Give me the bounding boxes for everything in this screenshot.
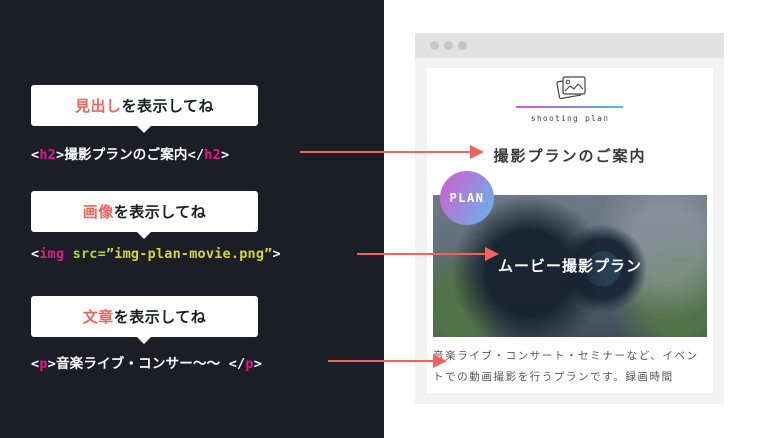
callout-highlight: 見出し: [74, 97, 122, 115]
callout-text: を表示してね: [113, 308, 207, 326]
h2-code-line: <h2>撮影プランのご案内</h2>: [31, 143, 229, 163]
code-punct: </: [187, 147, 205, 163]
callout-highlight: 画像: [82, 203, 114, 221]
code-content: 撮影プランのご案内: [64, 147, 188, 163]
p-code-line: <p>音楽ライブ・コンサー〜〜 </p>: [31, 352, 262, 372]
plan-badge: PLAN: [440, 171, 494, 225]
code-punct: >: [272, 246, 281, 262]
code-tag: h2: [204, 147, 221, 163]
browser-mockup: shooting plan 撮影プランのご案内 PLAN ムービー撮影プラン 音…: [415, 33, 724, 404]
code-punct: </: [228, 356, 246, 372]
image-callout-bubble: 画像を表示してね: [31, 191, 258, 239]
code-panel: 見出しを表示してね <h2>撮影プランのご案内</h2> 画像を表示してね <i…: [0, 0, 384, 438]
callout-text: を表示してね: [121, 97, 215, 115]
logo-subtitle: shooting plan: [530, 114, 610, 123]
code-punct: <: [31, 147, 40, 163]
code-attr: src=: [72, 246, 106, 262]
code-tag: p: [245, 356, 254, 372]
hero-caption: ムービー撮影プラン: [497, 257, 642, 275]
window-dot-icon: [458, 41, 467, 50]
browser-title-bar: [415, 33, 724, 58]
photo-gallery-icon: [556, 76, 586, 100]
window-dot-icon: [444, 41, 453, 50]
code-tag: p: [39, 356, 48, 372]
arrow-image: [357, 247, 499, 261]
arrow-heading: [300, 145, 484, 159]
code-punct: >: [220, 147, 230, 163]
code-punct: <: [31, 246, 40, 262]
code-punct: <: [31, 356, 40, 372]
callout-highlight: 文章: [82, 308, 114, 326]
code-space: [64, 246, 72, 262]
window-dot-icon: [430, 41, 439, 50]
gradient-divider: [516, 106, 623, 108]
text-callout-bubble: 文章を表示してね: [31, 296, 258, 344]
body-paragraph: 音楽ライブ・コンサート・セミナーなど、イベントでの動画撮影を行うプランです。録画…: [433, 350, 699, 383]
img-code-line: <img src=”img-plan-movie.png”>: [31, 246, 281, 262]
code-content: 音楽ライブ・コンサー〜〜: [55, 356, 229, 372]
code-punct: >: [55, 147, 65, 163]
code-tag: img: [39, 246, 65, 262]
code-tag: h2: [39, 147, 56, 163]
arrow-text: [328, 354, 447, 368]
callout-text: を表示してね: [113, 203, 207, 221]
code-punct: >: [253, 356, 263, 372]
code-punct: >: [47, 356, 56, 372]
heading-callout-bubble: 見出しを表示してね: [31, 85, 258, 133]
page-title: 撮影プランのご案内: [493, 147, 647, 165]
code-string: ”img-plan-movie.png”: [105, 246, 273, 262]
page-content: shooting plan 撮影プランのご案内 PLAN ムービー撮影プラン 音…: [427, 68, 713, 393]
